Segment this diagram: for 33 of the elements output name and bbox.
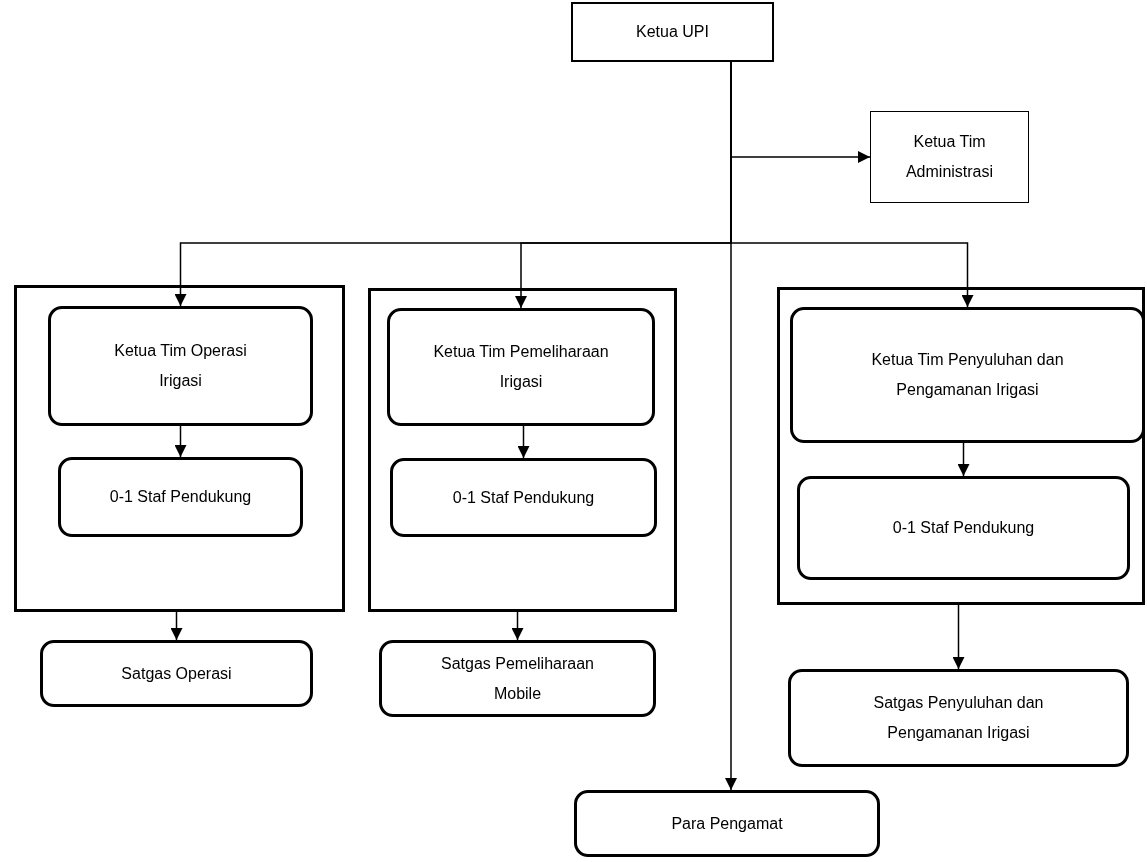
node-label: Satgas Pemeliharaan Mobile	[440, 653, 595, 704]
org-box	[870, 111, 1029, 203]
node-label: 0-1 Staf Pendukung	[109, 487, 252, 507]
node-label: Satgas Penyuluhan dan Pengamanan Irigasi	[872, 693, 1045, 743]
arrow	[174, 425, 187, 458]
arrow	[170, 611, 183, 641]
node-label: 0-1 Staf Pendukung	[892, 518, 1035, 538]
group-frame	[777, 287, 1145, 605]
node-label: Ketua Tim Administrasi	[904, 132, 995, 182]
rounded-box	[387, 308, 655, 426]
node-label: Ketua UPI	[636, 22, 709, 42]
arrow	[517, 425, 530, 459]
node-label: Para Pengamat	[671, 813, 783, 834]
node-label: Ketua Tim Operasi Irigasi	[113, 341, 248, 391]
rounded-box	[797, 476, 1130, 580]
node-label: Ketua Tim Penyuluhan dan Pengamanan Irigasi	[870, 350, 1065, 400]
node-label: Ketua Tim Pemeliharaan Irigasi	[432, 342, 610, 392]
arrow	[957, 442, 970, 477]
rounded-box	[379, 640, 656, 717]
node-label: 0-1 Staf Pendukung	[452, 487, 595, 508]
arrow	[511, 611, 524, 641]
arrow	[952, 604, 965, 670]
node-label: Satgas Operasi	[121, 663, 232, 684]
rounded-box	[40, 640, 313, 707]
rounded-box	[574, 790, 880, 857]
rounded-box	[58, 457, 303, 537]
rounded-box	[390, 458, 657, 537]
rounded-box	[788, 669, 1129, 767]
org-box	[571, 2, 774, 62]
group-frame	[14, 285, 345, 612]
group-frame	[368, 288, 677, 612]
rounded-box	[790, 307, 1145, 443]
rounded-box	[48, 306, 313, 426]
